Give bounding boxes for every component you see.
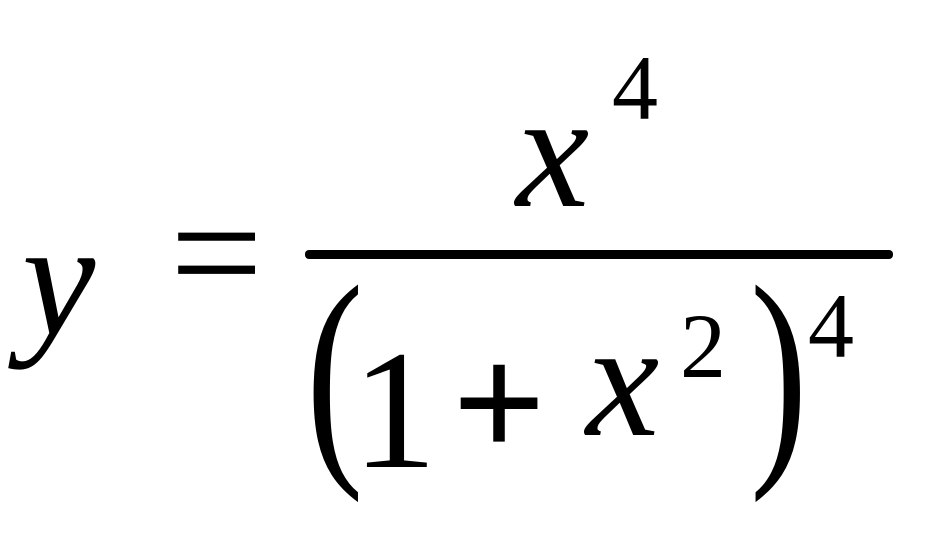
numerator-base-x: x (516, 59, 590, 242)
lhs-variable-y: y (22, 187, 96, 370)
fraction-bar (305, 250, 893, 259)
denominator-plus-sign: + (452, 311, 547, 494)
numerator-exponent: 4 (612, 37, 658, 139)
denominator-open-paren: ( (306, 237, 364, 503)
equals-sign: = (170, 161, 264, 344)
denominator-close-paren: ) (750, 237, 808, 503)
denominator-outer-exponent: 4 (808, 275, 854, 377)
denominator-inner-exponent: 2 (680, 295, 726, 397)
denominator-one: 1 (352, 316, 437, 504)
denominator-base-x: x (586, 288, 660, 471)
